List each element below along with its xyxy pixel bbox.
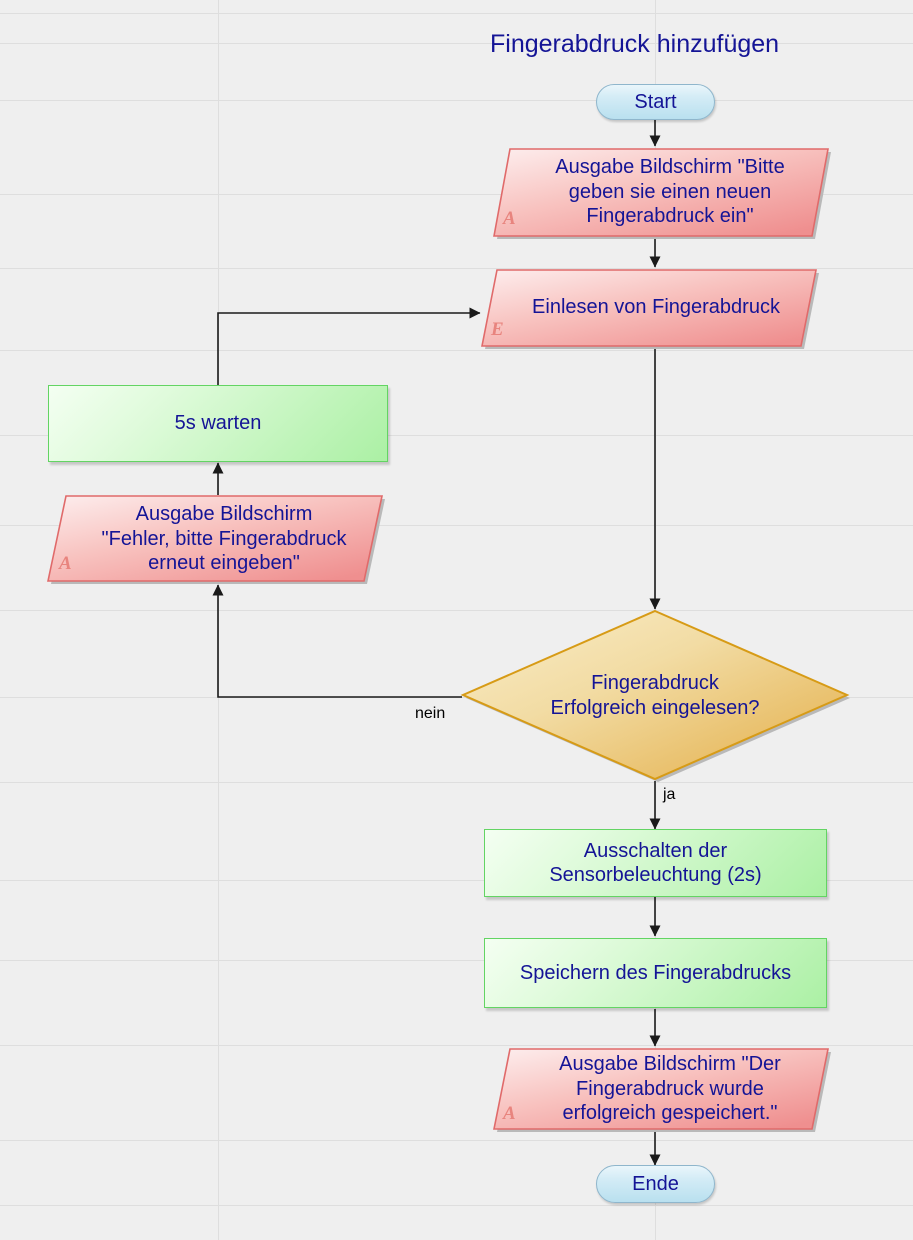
node-wait-label: 5s warten xyxy=(174,412,262,435)
page-title: Fingerabdruck hinzufügen xyxy=(490,30,780,58)
node-end[interactable]: Ende xyxy=(596,1165,715,1203)
gridline-horizontal xyxy=(0,960,913,961)
node-wait[interactable]: 5s warten xyxy=(48,385,388,462)
node-start[interactable]: Start xyxy=(596,84,715,120)
node-success-marker: A xyxy=(503,1103,516,1124)
gridline-horizontal xyxy=(0,100,913,101)
node-save-label: Speichern des Fingerabdrucks xyxy=(519,961,792,984)
gridline-horizontal xyxy=(0,880,913,881)
node-light-off-label: Ausschalten der Sensorbeleuchtung (2s) xyxy=(549,839,762,886)
gridline-horizontal xyxy=(0,350,913,351)
node-light-off[interactable]: Ausschalten der Sensorbeleuchtung (2s) xyxy=(484,829,827,897)
node-read-marker: E xyxy=(491,319,504,340)
gridline-horizontal xyxy=(0,194,913,195)
gridline-horizontal xyxy=(0,13,913,14)
gridline-vertical xyxy=(218,0,219,1240)
gridline-horizontal xyxy=(0,1205,913,1206)
edge-label-no: nein xyxy=(415,705,446,722)
node-start-label: Start xyxy=(634,90,677,113)
node-decision[interactable]: Fingerabdruck Erfolgreich eingelesen? xyxy=(460,609,850,782)
gridline-horizontal xyxy=(0,782,913,783)
gridline-horizontal xyxy=(0,43,913,44)
gridline-horizontal xyxy=(0,525,913,526)
node-success-output[interactable]: Ausgabe Bildschirm "Der Fingerabdruck wu… xyxy=(490,1046,831,1132)
connector-decision-no-to-error xyxy=(212,584,462,698)
gridline-horizontal xyxy=(0,268,913,269)
connector-wait-to-read xyxy=(217,307,481,385)
node-end-label: Ende xyxy=(632,1172,679,1195)
node-read-input[interactable]: Einlesen von Fingerabdruck E xyxy=(478,267,819,349)
node-error-marker: A xyxy=(59,553,72,574)
node-prompt-marker: A xyxy=(503,208,516,229)
gridline-horizontal xyxy=(0,1140,913,1141)
node-error-output[interactable]: Ausgabe Bildschirm "Fehler, bitte Finger… xyxy=(44,493,385,585)
node-save[interactable]: Speichern des Fingerabdrucks xyxy=(484,938,827,1008)
edge-label-yes: ja xyxy=(663,786,676,803)
gridline-horizontal xyxy=(0,1045,913,1046)
gridline-horizontal xyxy=(0,435,913,436)
node-prompt-output[interactable]: Ausgabe Bildschirm "Bitte geben sie eine… xyxy=(490,146,831,239)
